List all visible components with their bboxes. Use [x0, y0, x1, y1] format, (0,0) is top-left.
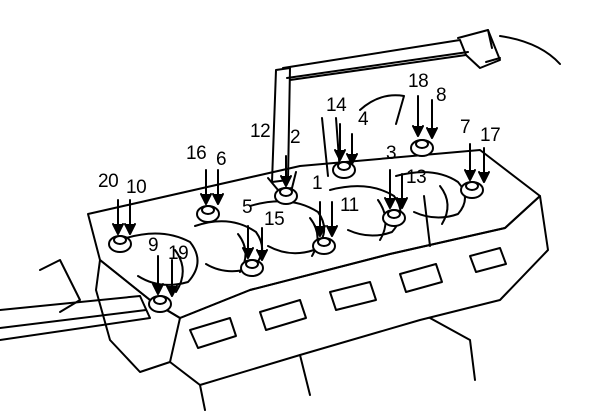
- bolt-number-10: 10: [126, 177, 147, 198]
- bolt-number-8: 8: [436, 85, 447, 106]
- bolt-number-5: 5: [242, 197, 253, 218]
- bolt-number-13: 13: [406, 167, 427, 188]
- bolts: [108, 139, 484, 313]
- bolt-number-12: 12: [250, 121, 271, 142]
- bolt-number-1: 1: [312, 173, 323, 194]
- bolt-number-4: 4: [358, 109, 369, 130]
- bolt-number-14: 14: [326, 95, 347, 116]
- torque-wrench: [267, 29, 561, 191]
- bolt-number-15: 15: [264, 209, 285, 230]
- bolt-number-18: 18: [408, 71, 429, 92]
- bolt-number-2: 2: [290, 127, 301, 148]
- shaft: [0, 259, 151, 341]
- bolt-number-20: 20: [98, 171, 119, 192]
- bolt-number-16: 16: [186, 143, 207, 164]
- bolt-number-6: 6: [216, 149, 227, 170]
- bolt-number-3: 3: [386, 143, 397, 164]
- bolt-number-11: 11: [340, 195, 359, 216]
- bolt-number-19: 19: [168, 243, 189, 264]
- arrows: [112, 95, 490, 297]
- bolt-number-17: 17: [480, 125, 501, 146]
- bolt-number-7: 7: [460, 117, 471, 138]
- bolt-number-9: 9: [148, 235, 159, 256]
